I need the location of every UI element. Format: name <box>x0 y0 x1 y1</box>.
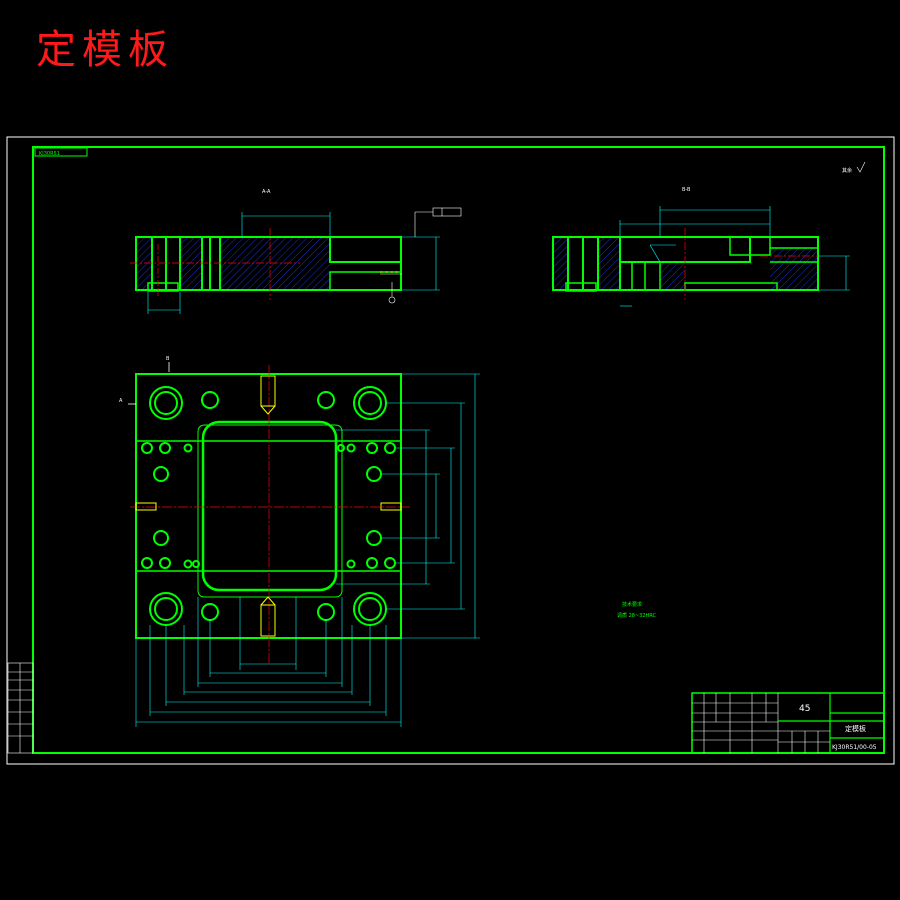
tech-note-body: 调质 28~32HRC <box>617 612 656 619</box>
section-mark-b: B <box>166 356 170 362</box>
side-revision-block <box>7 662 34 754</box>
title-block <box>691 692 885 754</box>
frame-tag-box <box>34 147 88 157</box>
drawing-number-value: KJ30R51/00-05 <box>832 744 877 751</box>
roughness-symbol <box>856 161 866 173</box>
material-value: 45 <box>799 704 810 714</box>
sheet-border <box>6 136 895 765</box>
tech-note-title: 技术要求 <box>622 601 642 608</box>
roughness-note: 其余 <box>842 167 852 174</box>
frame-tag-text: KJ30R51 <box>39 151 60 157</box>
section-view-b <box>552 206 850 307</box>
section-b-label: B-B <box>682 187 691 193</box>
section-view-a <box>130 207 462 314</box>
page-title: 定模板 <box>36 27 174 73</box>
plan-view: A B <box>119 356 480 727</box>
part-name-value: 定模板 <box>845 724 866 733</box>
section-mark-a: A <box>119 398 123 404</box>
section-a-label: A-A <box>262 189 271 195</box>
drawing-frame <box>32 146 885 754</box>
